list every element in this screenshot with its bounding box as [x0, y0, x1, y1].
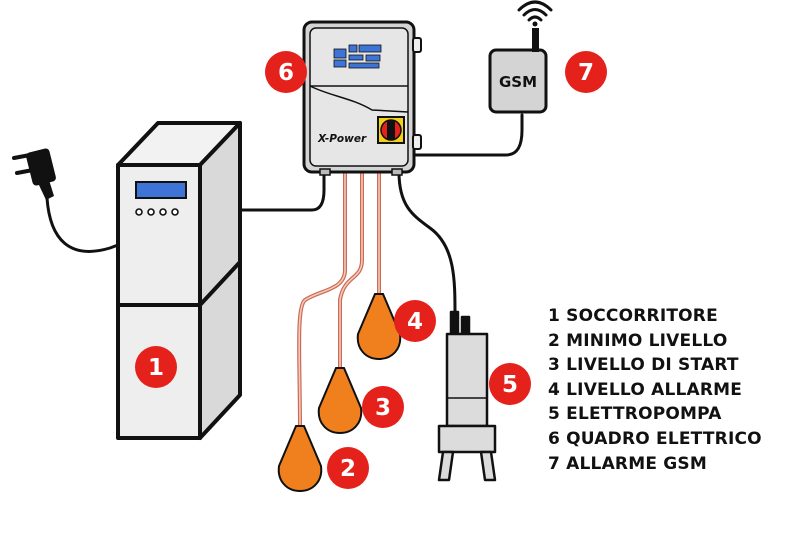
badge-5: 5: [489, 363, 531, 405]
power-cord: [45, 196, 120, 253]
badge-7: 7: [565, 51, 607, 93]
svg-text:3: 3: [375, 395, 391, 421]
legend-item: 5 ELETTROPOMPA: [548, 404, 722, 425]
legend-item: 2 MINIMO LIVELLO: [548, 330, 728, 351]
float-switch-start: [317, 367, 363, 435]
cabinet-display: [135, 181, 187, 199]
badge-3: 3: [362, 386, 404, 428]
power-plug-icon: [12, 148, 56, 200]
svg-text:1: 1: [148, 355, 164, 381]
gsm-alarm-unit: [488, 28, 548, 114]
float-cables: [297, 170, 381, 432]
panel-brand-label: X-Power: [317, 133, 367, 145]
float-switches: [277, 293, 402, 493]
cables: [45, 113, 524, 317]
svg-text:7: 7: [578, 60, 594, 86]
panel-display-icon: [333, 44, 382, 69]
main-switch-icon: [377, 116, 405, 144]
badge-2: 2: [327, 447, 369, 489]
legend-item: 6 QUADRO ELETTRICO: [548, 428, 762, 449]
number-badges: 1 2 3 4 5 6 7: [135, 51, 607, 489]
badge-1: 1: [135, 346, 177, 388]
svg-text:5: 5: [502, 372, 518, 398]
gsm-label: GSM: [499, 73, 537, 91]
svg-text:4: 4: [407, 309, 423, 335]
wifi-signal-icon: [517, 0, 553, 27]
legend-item: 7 ALLARME GSM: [548, 453, 707, 474]
backup-unit-cabinet: [116, 121, 242, 440]
float-switch-min: [277, 425, 323, 493]
cabinet-to-panel-cable: [238, 170, 326, 212]
svg-text:2: 2: [340, 456, 356, 482]
legend-item: 4 LIVELLO ALLARME: [548, 379, 743, 400]
badge-6: 6: [265, 51, 307, 93]
float-switch-alarm: [356, 293, 402, 361]
legend-item: 3 LIVELLO DI START: [548, 355, 739, 376]
legend-item: 1 SOCCORRITORE: [548, 306, 718, 326]
component-legend: 1 SOCCORRITORE 2 MINIMO LIVELLO 3 LIVELL…: [548, 304, 762, 476]
svg-text:6: 6: [278, 60, 294, 86]
badge-4: 4: [394, 300, 436, 342]
panel-to-gsm-cable: [412, 113, 524, 157]
submersible-pump: [437, 310, 497, 482]
cabinet-buttons: [135, 208, 179, 216]
panel-to-pump-cable: [397, 170, 457, 317]
